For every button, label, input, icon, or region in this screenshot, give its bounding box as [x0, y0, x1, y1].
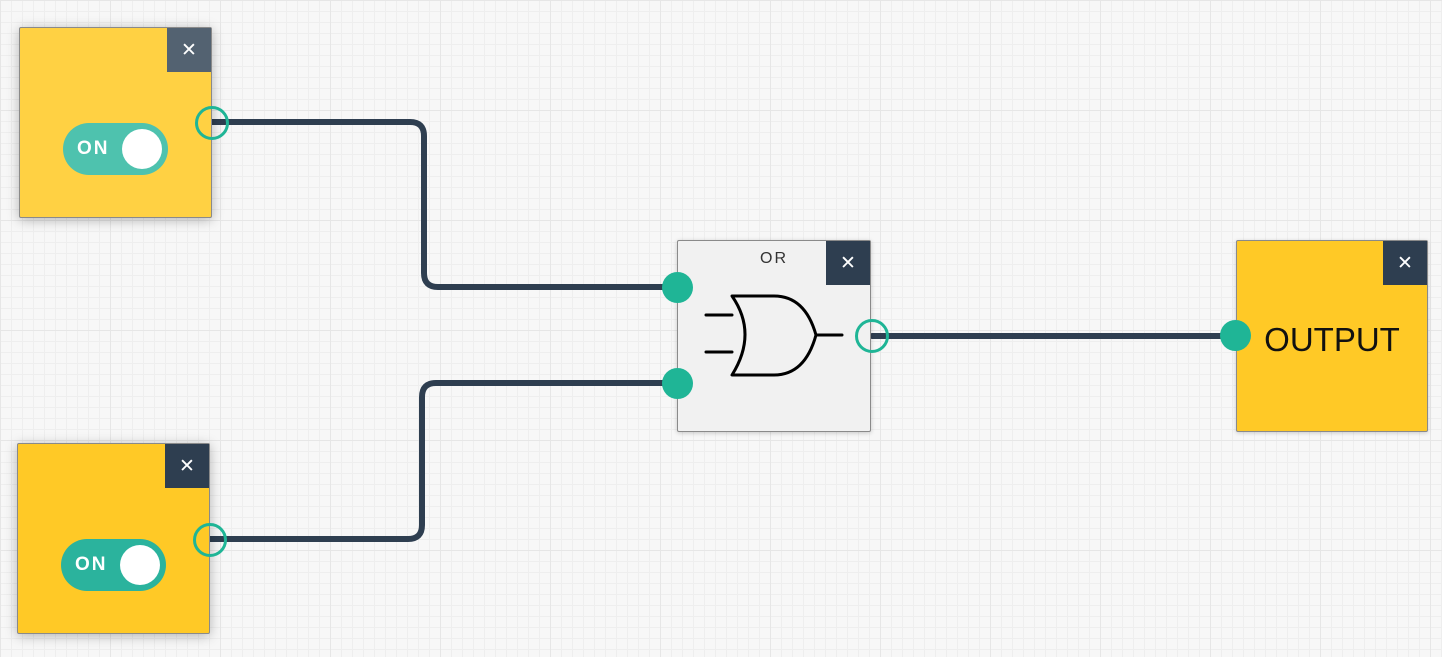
toggle-label: ON	[77, 138, 110, 159]
gate-title: OR	[760, 250, 788, 267]
output-node[interactable]: ✕ OUTPUT	[1236, 240, 1428, 432]
toggle-knob	[122, 129, 162, 169]
close-icon[interactable]: ✕	[1383, 241, 1427, 285]
output-port-input-top[interactable]	[195, 106, 229, 140]
toggle-knob	[120, 545, 160, 585]
close-icon[interactable]: ✕	[826, 241, 870, 285]
input-port-output[interactable]	[1220, 320, 1251, 351]
input-node-top[interactable]: ✕ ON	[19, 27, 212, 218]
close-icon[interactable]: ✕	[165, 444, 209, 488]
input-port-or-2[interactable]	[662, 368, 693, 399]
output-port-or[interactable]	[855, 319, 889, 353]
input-node-bottom[interactable]: ✕ ON	[17, 443, 210, 634]
close-icon[interactable]: ✕	[167, 28, 211, 72]
toggle-label: ON	[75, 554, 108, 575]
wire-input-bottom-to-or[interactable]	[207, 380, 681, 542]
output-label: OUTPUT	[1264, 321, 1400, 358]
or-gate-icon	[704, 294, 844, 377]
input-toggle-top[interactable]: ON	[63, 123, 168, 175]
output-port-input-bottom[interactable]	[193, 523, 227, 557]
or-gate-node[interactable]: OR ✕	[677, 240, 871, 432]
input-toggle-bottom[interactable]: ON	[61, 539, 166, 591]
wire-input-top-to-or[interactable]	[209, 119, 681, 290]
input-port-or-1[interactable]	[662, 272, 693, 303]
